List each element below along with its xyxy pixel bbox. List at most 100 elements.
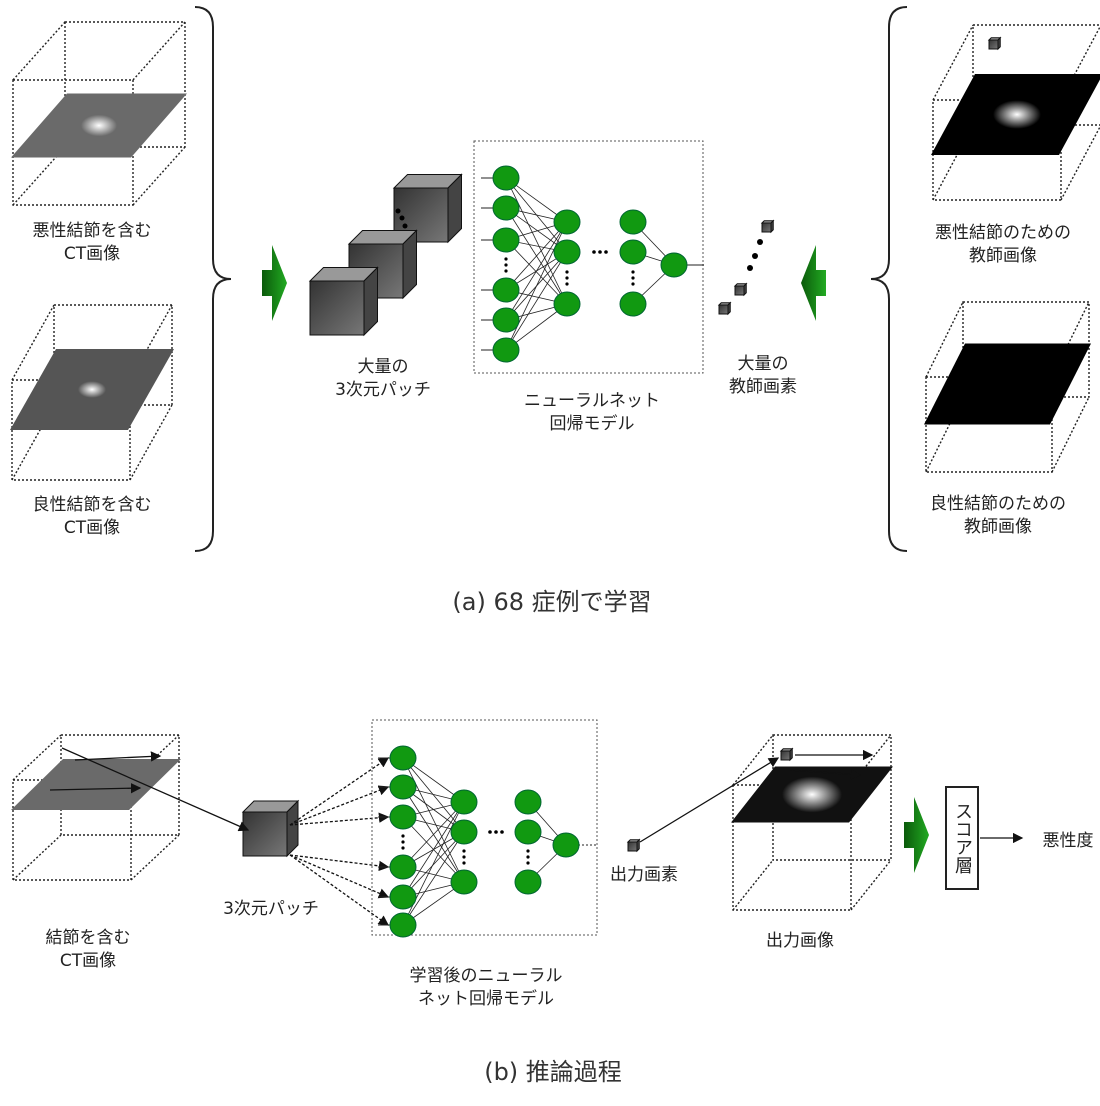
label-line: 良性結節のための	[930, 494, 1066, 514]
image-slice	[924, 343, 1091, 425]
cube-front	[988, 39, 999, 50]
output-volume	[731, 734, 893, 911]
cube-front	[780, 750, 791, 761]
ellipsis-dot	[631, 270, 635, 274]
label-line: ニューラルネット	[524, 391, 660, 411]
output-node	[660, 252, 688, 278]
ellipsis-dot	[504, 263, 508, 267]
malignant-teacher-label: 悪性結節のための教師画像	[935, 222, 1071, 268]
connection	[505, 221, 568, 321]
cube-front	[761, 222, 772, 233]
connection	[402, 801, 465, 868]
connection	[505, 251, 568, 351]
nodule	[782, 776, 842, 813]
teacher-pixel	[733, 282, 748, 297]
input-node	[389, 884, 417, 910]
box-edge	[1051, 396, 1090, 473]
input-node	[389, 854, 417, 880]
output-pixel	[626, 838, 641, 853]
patch-input-arrow	[289, 854, 390, 926]
cube-front	[242, 811, 288, 857]
ellipsis-dot	[565, 270, 569, 274]
right-brace	[870, 6, 908, 552]
ellipsis-dot	[462, 861, 466, 865]
net-frame	[371, 719, 598, 936]
input-node	[492, 277, 520, 303]
malignancy-label: 悪性度	[1042, 831, 1094, 851]
ellipsis-dot	[462, 855, 466, 859]
box-edge	[12, 734, 62, 781]
label-line: 3次元パッチ	[335, 380, 431, 400]
ellipsis-dot	[494, 830, 498, 834]
ellipsis-dot	[604, 250, 608, 254]
pixel-place-arrow	[639, 757, 780, 843]
connection	[402, 757, 465, 883]
input-node	[492, 165, 520, 191]
ellipsis-dot	[747, 265, 753, 271]
label-line: 教師画像	[964, 517, 1032, 537]
patch-input-arrow	[289, 785, 390, 826]
green-arrow-right	[904, 797, 929, 873]
patch-input-arrow	[289, 854, 390, 872]
ellipsis-dot	[565, 276, 569, 280]
benign-teacher-volume	[924, 301, 1091, 473]
box-edge	[732, 734, 774, 786]
label-line: 回帰モデル	[549, 414, 635, 434]
ellipsis-dot	[526, 855, 530, 859]
box-edge	[12, 834, 62, 881]
patch-extract-arrow	[61, 747, 250, 832]
label-line: 教師画像	[969, 246, 1037, 266]
ellipsis-dot	[504, 257, 508, 261]
input-node	[492, 337, 520, 363]
inference-ct-volume	[11, 734, 181, 881]
patch-label: 3次元パッチ	[223, 899, 319, 919]
label-line: 良性結節を含む	[32, 495, 152, 515]
box-back	[772, 734, 892, 861]
hidden-node	[514, 819, 542, 845]
label-line: 学習後のニューラル	[409, 966, 563, 986]
output-image-label: 出力画像	[766, 931, 834, 951]
patch-input-arrow	[289, 757, 390, 826]
cube-front	[309, 280, 365, 336]
neural-net-a	[473, 140, 704, 374]
ellipsis-dot	[401, 840, 405, 844]
pixel-marker	[779, 747, 794, 762]
input-node	[389, 774, 417, 800]
cube-front	[718, 304, 729, 315]
output-node	[552, 832, 580, 858]
patch-input-arrow	[289, 854, 390, 899]
hidden-node	[514, 789, 542, 815]
input-node	[389, 745, 417, 771]
input-node	[389, 912, 417, 938]
ellipsis-dot	[592, 250, 596, 254]
output-pixel-label: 出力画素	[610, 865, 678, 885]
nodule	[993, 100, 1041, 129]
hidden-node	[619, 209, 647, 235]
box-edge	[925, 301, 964, 378]
ellipsis-dot	[402, 223, 408, 229]
connection	[402, 757, 465, 833]
patch-cube	[308, 266, 379, 337]
hidden-node	[514, 869, 542, 895]
image-slice	[11, 759, 181, 810]
hidden-node	[619, 239, 647, 265]
ellipsis-dot	[401, 834, 405, 838]
box-edge	[850, 859, 892, 911]
label-line: 大量の	[737, 354, 789, 374]
box-edge	[132, 146, 186, 206]
cube-front	[734, 285, 745, 296]
connection	[505, 221, 568, 291]
pixel-marker	[987, 36, 1002, 51]
teacher-pixels-label: 大量の教師画素	[729, 353, 797, 399]
left-brace	[194, 6, 232, 552]
label-line: CT画像	[63, 244, 121, 264]
label-line: 結節を含む	[45, 928, 131, 948]
label-line: 教師画素	[729, 377, 797, 397]
benign-ct-volume	[10, 304, 174, 481]
ellipsis-dot	[631, 276, 635, 280]
